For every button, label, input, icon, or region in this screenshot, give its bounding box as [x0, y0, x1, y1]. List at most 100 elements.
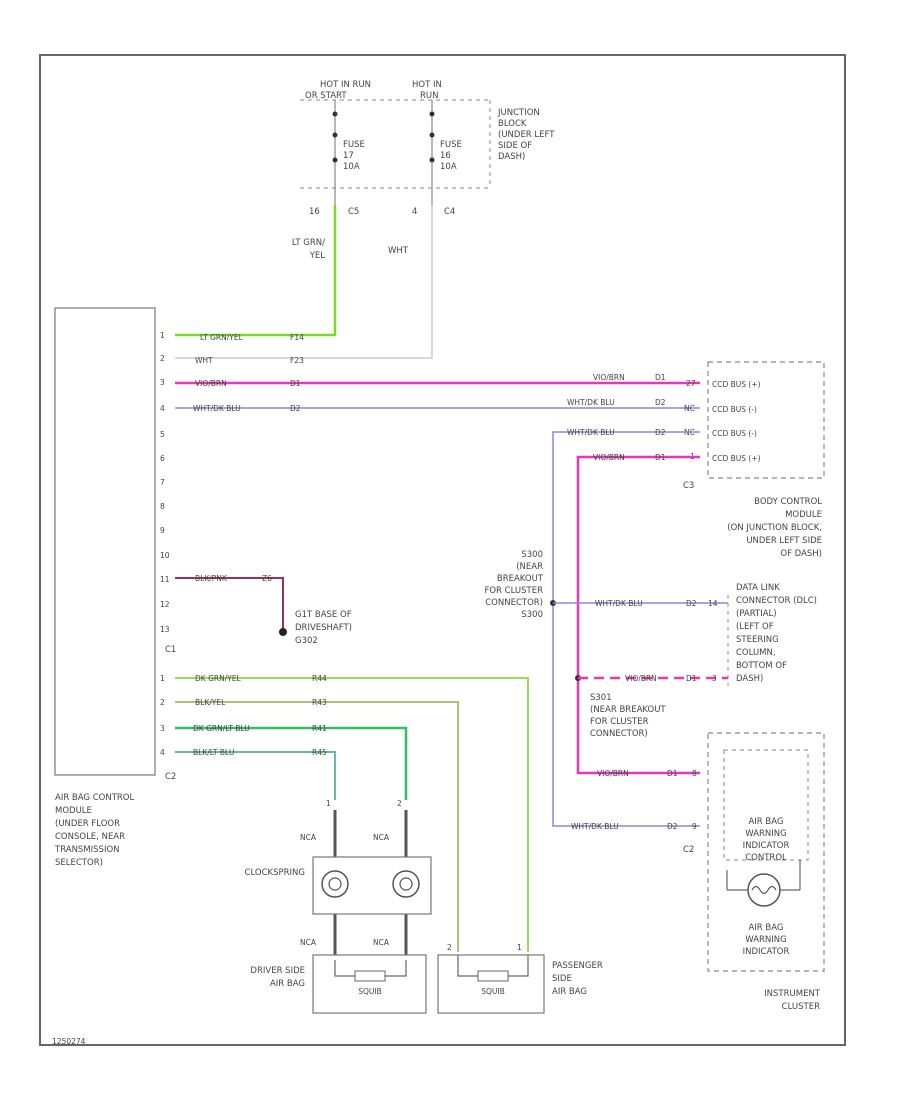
fuse17-conn: C5	[348, 207, 359, 217]
wire-blk-pnk-ground	[175, 577, 284, 632]
passenger-airbag-label-1: PASSENGER	[552, 961, 603, 971]
bcm-box	[707, 361, 825, 479]
fuse17-dot-mid	[332, 132, 338, 138]
fuse16-dot-bot	[429, 157, 435, 163]
ground-label-2: DRIVESHAFT)	[295, 623, 352, 633]
control-label-4: CONTROL	[745, 853, 787, 863]
clockspring-coil-left-inner	[328, 877, 342, 891]
bcm-wire-4-circuit: D1	[655, 453, 666, 462]
clockspring-pin-1: 1	[326, 799, 331, 808]
acm-c1-pin-2: 2	[160, 354, 165, 363]
nca-top-left: NCA	[300, 833, 317, 842]
control-label-2: WARNING	[745, 829, 786, 839]
passenger-pin-2: 2	[447, 943, 452, 952]
wire-wht-label: WHT	[388, 246, 409, 256]
acm-c1-pin-10: 10	[160, 551, 170, 560]
bcm-wire-2-circuit: D2	[655, 398, 666, 407]
hot-run-label-1: HOT IN RUN	[320, 80, 371, 90]
bcm-row-4: CCD BUS (+)	[712, 454, 761, 463]
acm-c1-pin-6: 6	[160, 454, 165, 463]
passenger-squib-resistor	[477, 970, 509, 982]
junction-block-label-4: SIDE OF	[498, 141, 532, 151]
junction-block-label-2: BLOCK	[498, 119, 527, 129]
acm-w1-label: LT GRN/YEL	[200, 333, 244, 342]
dlc-wire-lower-circuit: D1	[686, 674, 697, 683]
fuse17-label-1: FUSE	[343, 140, 365, 150]
wire-dk-grn-yel-r44	[175, 677, 529, 952]
passenger-airbag-label-3: AIR BAG	[552, 987, 587, 997]
fuse17-dot-top	[332, 111, 338, 117]
passenger-airbag-label-2: SIDE	[552, 974, 572, 984]
bcm-wire-3-label: WHT/DK BLU	[567, 428, 615, 437]
acm-c2-pin-3: 3	[160, 724, 165, 733]
wire-lt-grn-yel-feed	[175, 205, 337, 337]
driver-squib-resistor	[354, 970, 386, 982]
acm-w2-label: WHT	[195, 356, 213, 365]
cluster-label-1: INSTRUMENT	[764, 989, 821, 999]
cluster-wire-upper-label: VIO/BRN	[597, 769, 629, 778]
bcm-wire-2-label: WHT/DK BLU	[567, 398, 615, 407]
bcm-pin-1: 27	[686, 379, 696, 388]
acm-c2-pin-4: 4	[160, 748, 165, 757]
acm-c1-pin-12: 12	[160, 600, 170, 609]
acm-c1-pin-3: 3	[160, 378, 165, 387]
s300-label-5: CONNECTOR)	[485, 598, 543, 608]
acm-c1-pin-1: 1	[160, 331, 165, 340]
cluster-wire-lower-pin: 9	[692, 822, 697, 831]
fuse16-label-3: 10A	[440, 162, 457, 172]
control-label-3: INDICATOR	[743, 841, 790, 851]
fuse17-label-3: 10A	[343, 162, 360, 172]
s301-label-1: S301	[590, 693, 612, 703]
acm-c2w2-circuit: R43	[312, 698, 327, 707]
acm-label-6: SELECTOR)	[55, 858, 103, 868]
acm-c2w2-label: BLK/YEL	[195, 698, 226, 707]
nca-top-right: NCA	[373, 833, 390, 842]
s301-label-4: CONNECTOR)	[590, 729, 648, 739]
passenger-squib-label: SQUIB	[481, 987, 505, 996]
s300-label-6: S300	[521, 610, 543, 620]
clockspring-label: CLOCKSPRING	[245, 868, 305, 878]
acm-w2-circuit: F23	[290, 356, 304, 365]
driver-airbag-label-1: DRIVER SIDE	[250, 966, 305, 976]
bcm-conn-label: C3	[683, 481, 694, 491]
acm-label-5: TRANSMISSION	[54, 845, 120, 855]
acm-c2-pin-1: 1	[160, 674, 165, 683]
acm-w3-label: VIO/BRN	[195, 379, 227, 388]
wire-lt-grn-label-2: YEL	[309, 251, 326, 261]
driver-squib-label: SQUIB	[358, 987, 382, 996]
dlc-label-4: (LEFT OF	[736, 622, 774, 632]
fuse16-label-1: FUSE	[440, 140, 462, 150]
bcm-row-3: CCD BUS (-)	[712, 429, 757, 438]
wire-wht-dk-blu-branch	[552, 431, 700, 827]
junction-block-label-1: JUNCTION	[497, 108, 540, 118]
nca-bot-left: NCA	[300, 938, 317, 947]
acm-w4-circuit: D2	[290, 404, 301, 413]
acm-label-3: (UNDER FLOOR	[55, 819, 120, 829]
dlc-label-6: COLUMN,	[736, 648, 776, 658]
acm-label-4: CONSOLE, NEAR	[55, 832, 125, 842]
fuse17-pin: 16	[309, 207, 320, 217]
fuse16-label-2: 16	[440, 151, 451, 161]
diagram-frame	[39, 54, 846, 1046]
bcm-wire-1-circuit: D1	[655, 373, 666, 382]
acm-c2w3-circuit: R41	[312, 724, 327, 733]
hot-at-all-label-2: RUN	[420, 91, 439, 101]
nca-bot-right: NCA	[373, 938, 390, 947]
acm-c2w4-circuit: R45	[312, 748, 327, 757]
bcm-row-1: CCD BUS (+)	[712, 380, 761, 389]
acm-w11-circuit: Z6	[262, 574, 272, 583]
driver-airbag-box	[312, 954, 427, 1014]
fuse17-dot-bot	[332, 157, 338, 163]
passenger-pin-1: 1	[517, 943, 522, 952]
s300-label-1: S300	[521, 550, 543, 560]
bcm-row-2: CCD BUS (-)	[712, 405, 757, 414]
acm-c1-pin-13: 13	[160, 625, 170, 634]
bcm-label-2: MODULE	[785, 510, 822, 520]
fuse16-pin: 4	[412, 207, 417, 217]
wire-blk-yel-r43	[175, 701, 459, 952]
bcm-label-4: UNDER LEFT SIDE	[746, 536, 822, 546]
lamp-filament-icon	[751, 885, 777, 895]
hot-at-all-label-1: HOT IN	[412, 80, 442, 90]
s300-label-2: (NEAR	[516, 562, 543, 572]
passenger-airbag-box	[437, 954, 545, 1014]
